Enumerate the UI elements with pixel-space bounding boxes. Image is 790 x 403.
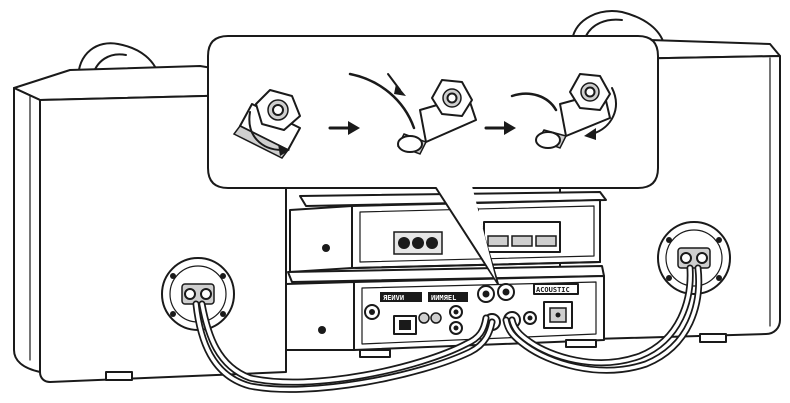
tighten-terminal-icon — [510, 73, 617, 149]
right-speaker-handle-highlight — [585, 18, 623, 37]
left-speaker-foot — [105, 371, 133, 381]
rear-label-c-text: ACOUSTIC — [536, 286, 570, 294]
rear-label-c — [533, 283, 579, 295]
step-1-loosen-terminal — [232, 89, 301, 159]
terminal-detail-callout — [207, 35, 659, 285]
rear-label-a-text: ЯЕИVИ — [383, 294, 404, 302]
main-unit-foot-right — [565, 339, 597, 348]
right-speaker-terminal-ring — [665, 229, 723, 287]
insert-wire-icon — [348, 72, 477, 155]
right-speaker-foot — [699, 333, 727, 343]
speaker-cables — [192, 264, 703, 393]
step-arrow-2 — [484, 121, 516, 135]
main-unit-bottom: ЯЕИVИ ИИМЯЕL ACOUSTIC — [285, 265, 605, 358]
main-unit-top-side — [289, 205, 353, 273]
step-arrow-1 — [328, 121, 360, 135]
rotate-arrow-ccw — [248, 111, 283, 151]
rotate-arrow-cw — [591, 87, 617, 135]
loosen-terminal-icon — [232, 89, 301, 159]
right-arrow-icon — [504, 121, 516, 135]
right-arrow-icon — [348, 121, 360, 135]
rear-label-a — [380, 292, 422, 302]
main-unit-foot-left — [359, 349, 391, 358]
step-2-insert-wire — [348, 72, 477, 155]
rear-label-b — [428, 292, 468, 302]
left-speaker-side — [13, 87, 41, 373]
main-unit-bottom-side — [285, 281, 355, 351]
step-3-tighten-terminal — [510, 73, 617, 149]
rear-label-b-text: ИИМЯЕL — [431, 294, 456, 302]
